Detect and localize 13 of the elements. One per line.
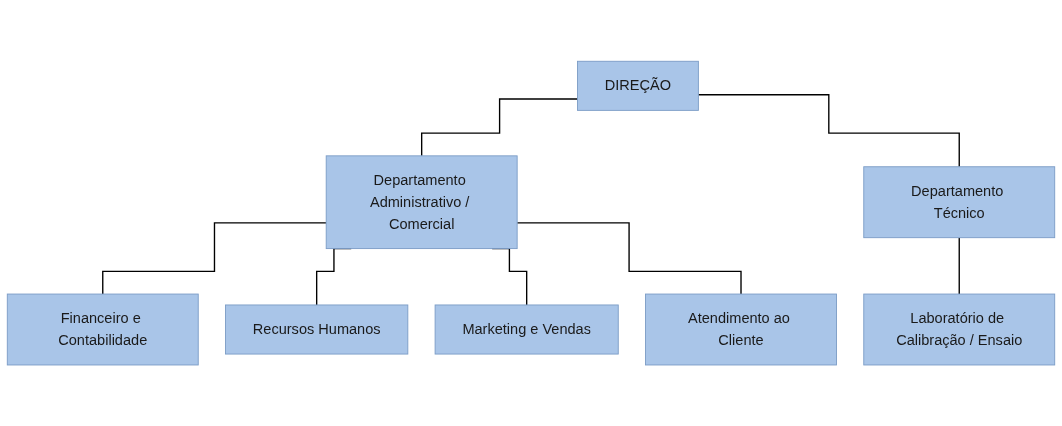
connector (421, 98, 579, 157)
node-box: Financeiro e Contabilidade (6, 293, 199, 366)
connector (516, 222, 742, 295)
node-box: DIREÇÃO (577, 60, 699, 111)
connector (697, 93, 960, 168)
node-box: Recursos Humanos (225, 304, 409, 355)
connector (958, 236, 960, 295)
node-box: Marketing e Vendas (434, 304, 619, 355)
node-box: Laboratório de Calibração / Ensaio (863, 293, 1056, 366)
node-box: Departamento Administrativo / Comercial (325, 155, 518, 249)
node-box: Departamento Técnico (863, 166, 1056, 238)
node-box: Atendimento ao Cliente (645, 293, 837, 366)
connector (102, 222, 327, 295)
